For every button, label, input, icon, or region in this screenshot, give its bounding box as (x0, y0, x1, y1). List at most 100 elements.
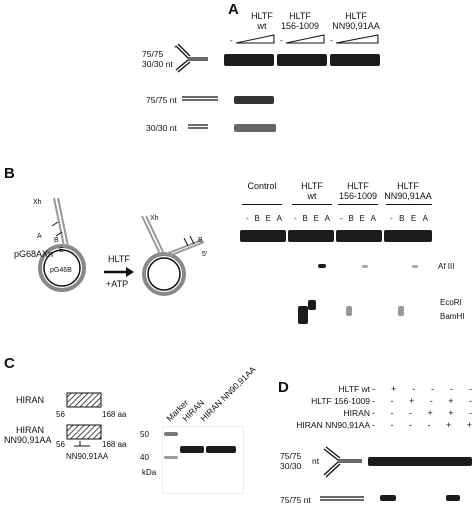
panel-c-gel-column-labels: Marker HIRAN HIRAN NN90,91AA (164, 364, 257, 423)
panel-b-label: B (4, 165, 15, 182)
panel-c-marker-50: 50 (140, 430, 149, 439)
panel-a-substrate-band-wt (224, 54, 274, 66)
panel-a-dsdna-75-icon (182, 96, 218, 101)
panel-c-hiran-band (180, 446, 204, 453)
panel-c-construct-2-name-1: HIRAN (16, 425, 45, 435)
panel-c-construct-diagram (66, 392, 102, 447)
panel-b-bamhi-band-wt (298, 306, 308, 324)
panel-a-product2-band-wt (234, 124, 276, 132)
panel-a-dsdna-30-icon (188, 124, 208, 129)
panel-d-signs-row-2: --+-+- (372, 396, 472, 406)
panel-b-ecori-band-nn (398, 306, 404, 316)
panel-c-construct-1-start: 56 (56, 410, 65, 419)
panel-b-site-e: E (59, 247, 64, 254)
panel-b-afiii-band-nn (412, 265, 418, 268)
panel-d-row-label-hltf-wt: HLTF wt (338, 384, 370, 394)
panel-c-construct-2-start: 56 (56, 440, 65, 449)
panel-d-substrate-label-1: 75/75 (280, 451, 302, 461)
panel-a-forked-substrate-icon: * (174, 43, 208, 73)
panel-b-site-b: B (54, 237, 59, 244)
panel-a-substrate-band-156 (277, 54, 327, 66)
panel-d-signs-row-4: ----++ (372, 420, 472, 430)
panel-b-underline-156 (338, 204, 378, 205)
panel-d-substrate-label-2: 30/30 (280, 461, 302, 471)
panel-b-band-label-bamhi: BamHI (440, 312, 465, 321)
panel-b-five-prime: 5' (202, 251, 208, 258)
panel-d-row-label-hiran-nn: HIRAN NN90,91AA (296, 420, 370, 430)
panel-d-product-band-wt (380, 495, 396, 501)
panel-b-ecori-band-wt (308, 300, 316, 310)
panel-b-band-nn (384, 230, 432, 242)
panel-a-minus-1: - (230, 35, 233, 45)
panel-d-row-label-hiran: HIRAN (343, 408, 370, 418)
panel-b-plasmid-diagram (38, 197, 205, 296)
panel-b-underline-wt (292, 204, 332, 205)
panel-b-arrow-label-2: +ATP (106, 279, 129, 289)
panel-d-signs-row-3: ---++- (372, 408, 472, 418)
panel-b-arrow-label-1: HLTF (108, 254, 130, 264)
panel-b-ecori-band-156 (346, 306, 352, 316)
panel-b-underline-control (242, 204, 282, 205)
svg-text:*: * (174, 46, 177, 52)
panel-c-marker-band-50 (164, 432, 178, 436)
panel-a-substrate-label-1: 75/75 (142, 49, 164, 59)
panel-c-mutation-label: NN90,91AA (66, 452, 109, 461)
panel-a-minus-2: - (280, 35, 283, 45)
panel-c-label: C (4, 355, 15, 372)
panel-a-wedge-1 (236, 34, 275, 44)
panel-b-xh-right: Xh (150, 215, 159, 222)
panel-a-product1-band-wt (234, 96, 274, 104)
panel-b-afiii-band-156 (362, 265, 368, 268)
panel-c-unit: kDa (142, 468, 157, 477)
panel-c-construct-2-end: 168 aa (102, 440, 127, 449)
panel-b-underline-nn (386, 204, 432, 205)
panel-c-construct-1-end: 168 aa (102, 410, 127, 419)
panel-c-construct-1-name: HIRAN (16, 395, 45, 405)
panel-d-signs-row-1: -+---- (372, 384, 472, 394)
panel-b-band-control (240, 230, 286, 242)
panel-c-col-hiran-nn: HIRAN NN90,91AA (198, 364, 257, 423)
panel-b-band-label-ecori: EcoRI (440, 298, 462, 307)
panel-d-substrate-bands (368, 457, 472, 466)
panel-b-plasmid-inner: pG46B (50, 267, 72, 274)
panel-d-dsdna-icon (320, 496, 364, 501)
panel-a-wedge-2 (286, 34, 325, 44)
panel-c-marker-band-40 (164, 456, 178, 459)
panel-b-site-a: A (37, 233, 42, 240)
panel-b-site-b-right: B (198, 237, 203, 244)
panel-c-sds-gel (162, 426, 244, 494)
panel-c-marker-40: 40 (140, 453, 149, 462)
panel-d-product-label: 75/75 nt (280, 495, 311, 505)
panel-b-xh-left: Xh (33, 199, 42, 206)
panel-a-product1-label: 75/75 nt (146, 95, 177, 105)
panel-a-substrate-label-2: 30/30 nt (142, 59, 173, 69)
panel-b-group-control-title: Control (247, 181, 277, 191)
panel-c-hiran-nn-band (206, 446, 236, 453)
panel-b-plasmid-name: pG68AXn (14, 249, 54, 259)
panel-b-band-label-afiii: Af III (438, 262, 455, 271)
panel-c-construct-2-name-2: NN90,91AA (4, 435, 52, 445)
panel-d-label: D (278, 379, 289, 396)
panel-a-label: A (228, 1, 239, 18)
panel-a-substrate-band-nn (330, 54, 380, 66)
panel-d-signs-grid: -+---- --+-+- ---++- ----++ (372, 384, 472, 432)
panel-b-band-156 (336, 230, 382, 242)
panel-a-product2-label: 30/30 nt (146, 123, 177, 133)
panel-d-row-label-hltf-156: HLTF 156-1009 (311, 396, 370, 406)
panel-d-substrate-unit: nt (312, 456, 320, 466)
panel-a-minus-3: - (330, 35, 333, 45)
panel-b-band-wt (288, 230, 334, 242)
panel-a-wedge-3 (336, 34, 379, 44)
panel-d-product-band-combo (446, 495, 460, 501)
panel-b-afiii-band-wt (318, 264, 326, 268)
